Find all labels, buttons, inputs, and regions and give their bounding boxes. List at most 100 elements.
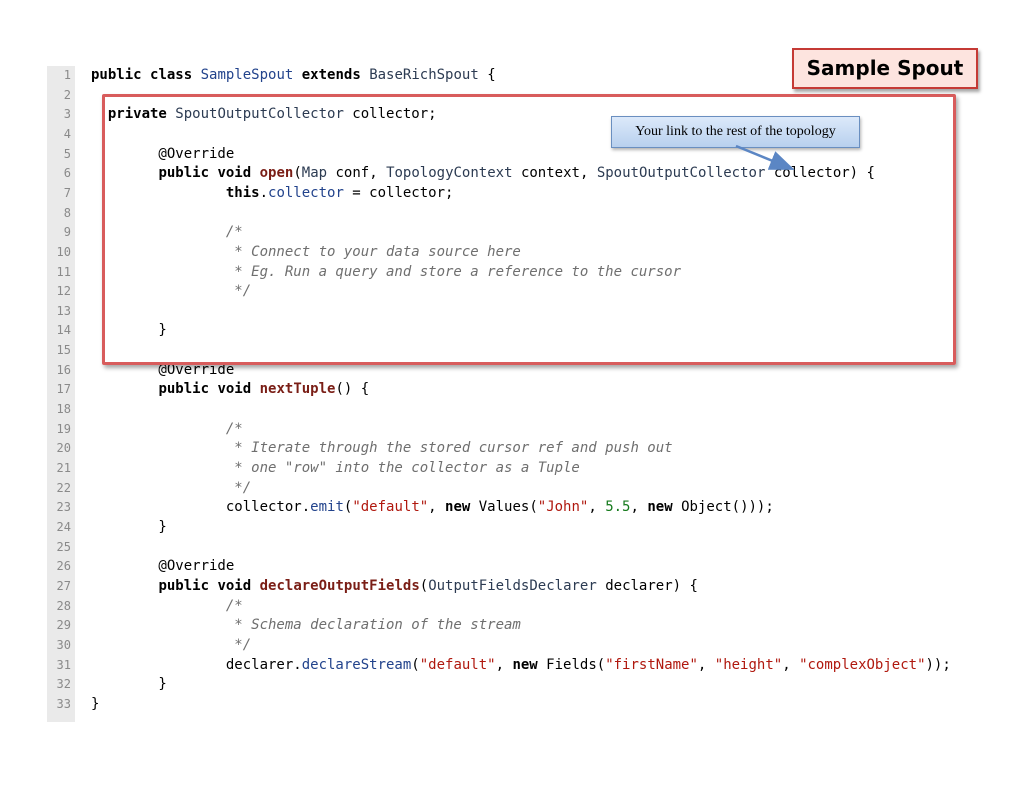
code-token: = collector; [343, 184, 454, 201]
code-line: 28 /* [47, 597, 987, 617]
line-number: 30 [56, 637, 71, 652]
line-number: 8 [63, 205, 71, 220]
line-number: 15 [56, 343, 71, 358]
line-number: 20 [56, 441, 71, 456]
code-token: , [428, 499, 446, 516]
code-text: @Override [91, 145, 234, 165]
line-number: 18 [56, 402, 71, 417]
code-text: */ [91, 479, 251, 499]
line-number: 14 [56, 323, 71, 338]
code-line: 17 public void nextTuple() { [47, 380, 987, 400]
code-token: * one "row" into the collector as a Tupl… [91, 460, 580, 476]
code-token: Fields( [546, 656, 606, 673]
code-text: declarer.declareStream("default", new Fi… [91, 656, 951, 676]
code-token: public [91, 67, 151, 83]
code-line: 13 [47, 302, 987, 322]
line-number: 32 [56, 677, 71, 692]
code-token: collector; [343, 106, 437, 123]
line-number: 23 [56, 500, 71, 515]
code-text: /* [91, 420, 243, 440]
code-line: 33} [47, 695, 987, 715]
code-line: 27 public void declareOutputFields(Outpu… [47, 577, 987, 597]
code-token: Values( [478, 499, 538, 516]
code-line: 25 [47, 538, 987, 558]
code-line: 6 public void open(Map conf, TopologyCon… [47, 164, 987, 184]
code-text: collector.emit("default", new Values("Jo… [91, 498, 774, 518]
line-number: 26 [56, 559, 71, 574]
code-token: new [512, 656, 547, 673]
code-token: private [107, 106, 176, 123]
line-number: 11 [56, 264, 71, 279]
code-token: * Connect to your data source here [91, 243, 521, 260]
line-number: 22 [56, 480, 71, 495]
code-token: "default" [352, 499, 429, 516]
code-token: void [217, 381, 260, 398]
code-token: SampleSpout [200, 67, 294, 83]
code-token: "default" [419, 656, 496, 673]
code-line: 9 /* [47, 223, 987, 243]
code-token: new [445, 499, 479, 516]
code-token: emit [310, 499, 344, 516]
code-token: context, [512, 165, 597, 182]
code-token: void [217, 577, 260, 594]
line-number: 31 [56, 657, 71, 672]
code-token: , [495, 656, 513, 673]
code-text: */ [91, 282, 251, 302]
code-text: @Override [91, 361, 234, 381]
code-token: declareStream [301, 656, 412, 673]
code-token: "John" [537, 499, 589, 516]
code-line: 26 @Override [47, 557, 987, 577]
code-token: collector [268, 184, 344, 201]
code-line: 3 private SpoutOutputCollector collector… [47, 105, 987, 125]
code-text: private SpoutOutputCollector collector; [91, 105, 437, 125]
code-text: public void nextTuple() { [91, 380, 369, 400]
code-text: public void declareOutputFields(OutputFi… [91, 577, 698, 597]
code-line: 8 [47, 204, 987, 224]
slide-title: Sample Spout [792, 48, 978, 89]
code-text: public class SampleSpout extends BaseRic… [91, 66, 496, 86]
code-token: */ [91, 636, 252, 653]
code-token: class [150, 67, 201, 83]
code-text: this.collector = collector; [91, 184, 454, 204]
line-number: 21 [56, 461, 71, 475]
code-line: 2 [47, 86, 987, 106]
code-line: 19 /* [47, 420, 987, 440]
line-number-gutter [47, 66, 75, 722]
code-token: open [259, 165, 294, 182]
code-text: @Override [91, 557, 234, 577]
line-number: 16 [56, 362, 71, 377]
code-token: public [158, 577, 218, 594]
code-line: 29 * Schema declaration of the stream [47, 616, 987, 636]
code-token: Object())); [681, 499, 774, 516]
line-number: 27 [56, 578, 71, 593]
code-line: 7 this.collector = collector; [47, 184, 987, 204]
code-line: 30 */ [47, 636, 987, 656]
line-number: 3 [63, 107, 71, 122]
code-token: void [217, 165, 260, 182]
code-token: /* [91, 224, 243, 241]
code-line: 12 */ [47, 282, 987, 302]
code-token: @Override [91, 558, 235, 575]
code-token: OutputFieldsDeclarer [428, 577, 597, 594]
code-line: 21 * one "row" into the collector as a T… [47, 459, 987, 479]
code-text: } [91, 695, 99, 715]
callout-label: Your link to the rest of the topology [611, 116, 860, 148]
code-text: /* [91, 597, 243, 617]
line-number: 24 [56, 519, 71, 534]
line-number: 25 [56, 539, 71, 554]
code-token: Map [301, 165, 328, 182]
code-token: collector) { [765, 165, 875, 182]
line-number: 6 [63, 166, 71, 181]
code-text: } [91, 321, 166, 341]
code-token: */ [91, 283, 252, 300]
code-token: 5.5 [605, 499, 631, 516]
line-number: 7 [63, 185, 71, 200]
code-text: public void open(Map conf, TopologyConte… [91, 164, 875, 184]
code-token: declarer) { [596, 577, 698, 594]
code-text: } [91, 675, 166, 695]
code-line: 24 } [47, 518, 987, 538]
code-text: * Iterate through the stored cursor ref … [91, 439, 672, 459]
code-token: } [91, 518, 167, 535]
